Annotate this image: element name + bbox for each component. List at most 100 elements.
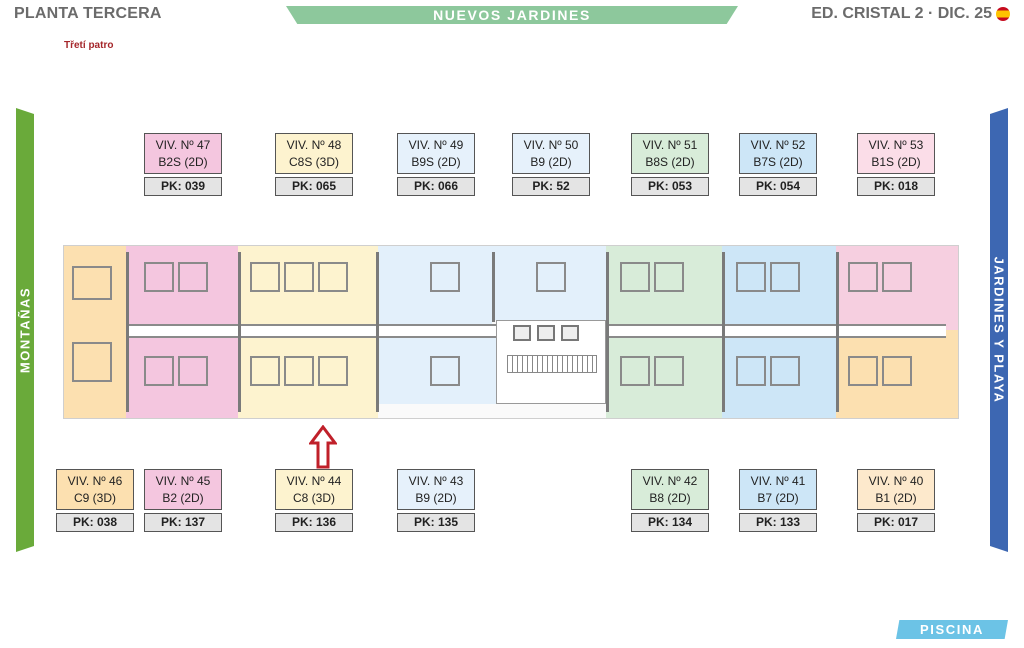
plan-zone-48[interactable]: [238, 246, 378, 324]
unit-type: C9 (3D): [73, 491, 116, 505]
staircase: [507, 355, 597, 373]
plan-zone-41[interactable]: [722, 338, 836, 418]
bedroom: [178, 356, 208, 386]
unit-parking: PK: 054: [739, 177, 817, 196]
bedroom: [848, 356, 878, 386]
unit-number: VIV. Nº 42: [642, 474, 698, 488]
plan-zone-49[interactable]: [378, 246, 492, 324]
elevator: [561, 325, 579, 341]
bedroom: [770, 356, 800, 386]
plan-zone-50[interactable]: [492, 246, 606, 320]
unit-type: B7S (2D): [753, 155, 803, 169]
elevator: [537, 325, 555, 341]
banner-nuevos-jardines: NUEVOS JARDINES: [286, 6, 738, 24]
bedroom: [430, 356, 460, 386]
bedroom: [144, 356, 174, 386]
unit-parking: PK: 134: [631, 513, 709, 532]
bedroom: [848, 262, 878, 292]
bedroom: [430, 262, 460, 292]
unit-type: B9 (2D): [415, 491, 457, 505]
unit-parking: PK: 053: [631, 177, 709, 196]
partition-wall: [722, 252, 725, 412]
partition-wall: [238, 252, 241, 412]
bedroom: [284, 262, 314, 292]
bedroom: [318, 356, 348, 386]
building-title: ED. CRISTAL 2 · DIC. 25: [811, 5, 1010, 23]
plan-zone-40[interactable]: [836, 330, 958, 418]
bedroom: [736, 262, 766, 292]
unit-card-43[interactable]: VIV. Nº 43 B9 (2D) PK: 135: [397, 469, 475, 532]
unit-type: B9S (2D): [411, 155, 461, 169]
unit-card-41[interactable]: VIV. Nº 41 B7 (2D) PK: 133: [739, 469, 817, 532]
unit-type: B8 (2D): [649, 491, 691, 505]
bedroom: [178, 262, 208, 292]
unit-number: VIV. Nº 51: [642, 138, 698, 152]
partition-wall: [376, 252, 379, 412]
plan-zone-43[interactable]: [378, 338, 496, 404]
partition-wall: [606, 252, 609, 412]
plan-zone-42[interactable]: [606, 338, 722, 418]
unit-number: VIV. Nº 47: [155, 138, 211, 152]
unit-number: VIV. Nº 45: [155, 474, 211, 488]
unit-parking: PK: 017: [857, 513, 935, 532]
plan-zone-52[interactable]: [722, 246, 836, 324]
orientation-left-label: MONTAÑAS: [17, 286, 33, 374]
unit-parking: PK: 039: [144, 177, 222, 196]
unit-label-box: VIV. Nº 48 C8S (3D): [275, 133, 353, 174]
unit-number: VIV. Nº 41: [750, 474, 806, 488]
unit-parking: PK: 135: [397, 513, 475, 532]
unit-label-box: VIV. Nº 47 B2S (2D): [144, 133, 222, 174]
partition-wall: [836, 252, 839, 412]
stair-elevator-core: [496, 320, 606, 404]
unit-parking: PK: 065: [275, 177, 353, 196]
floor-plan: [63, 245, 959, 419]
bedroom: [284, 356, 314, 386]
unit-parking: PK: 133: [739, 513, 817, 532]
plan-zone-53[interactable]: [836, 246, 958, 330]
unit-number: VIV. Nº 48: [286, 138, 342, 152]
unit-number: VIV. Nº 49: [408, 138, 464, 152]
plan-zone-46[interactable]: [64, 246, 126, 418]
unit-card-48[interactable]: VIV. Nº 48 C8S (3D) PK: 065: [275, 133, 353, 196]
bedroom: [654, 356, 684, 386]
living-room: [72, 342, 112, 382]
floor-title: PLANTA TERCERA: [14, 5, 162, 22]
unit-number: VIV. Nº 43: [408, 474, 464, 488]
bedroom: [882, 356, 912, 386]
unit-type: C8S (3D): [288, 155, 339, 169]
unit-type: B7 (2D): [757, 491, 799, 505]
bedroom: [736, 356, 766, 386]
partition-wall: [492, 252, 495, 322]
partition-wall: [126, 252, 129, 412]
bedroom: [882, 262, 912, 292]
unit-number: VIV. Nº 50: [523, 138, 579, 152]
unit-parking: PK: 038: [56, 513, 134, 532]
bedroom: [620, 356, 650, 386]
unit-card-42[interactable]: VIV. Nº 42 B8 (2D) PK: 134: [631, 469, 709, 532]
orientation-right-banner: JARDINES Y PLAYA: [990, 108, 1008, 552]
unit-label-box: VIV. Nº 49 B9S (2D): [397, 133, 475, 174]
unit-parking: PK: 137: [144, 513, 222, 532]
plan-zone-51[interactable]: [606, 246, 722, 324]
bedroom: [318, 262, 348, 292]
unit-card-47[interactable]: VIV. Nº 47 B2S (2D) PK: 039: [144, 133, 222, 196]
unit-type: B2S (2D): [158, 155, 208, 169]
plan-zone-44[interactable]: [238, 338, 378, 418]
unit-number: VIV. Nº 40: [868, 474, 924, 488]
unit-parking: PK: 52: [512, 177, 590, 196]
bedroom: [250, 262, 280, 292]
unit-parking: PK: 018: [857, 177, 935, 196]
